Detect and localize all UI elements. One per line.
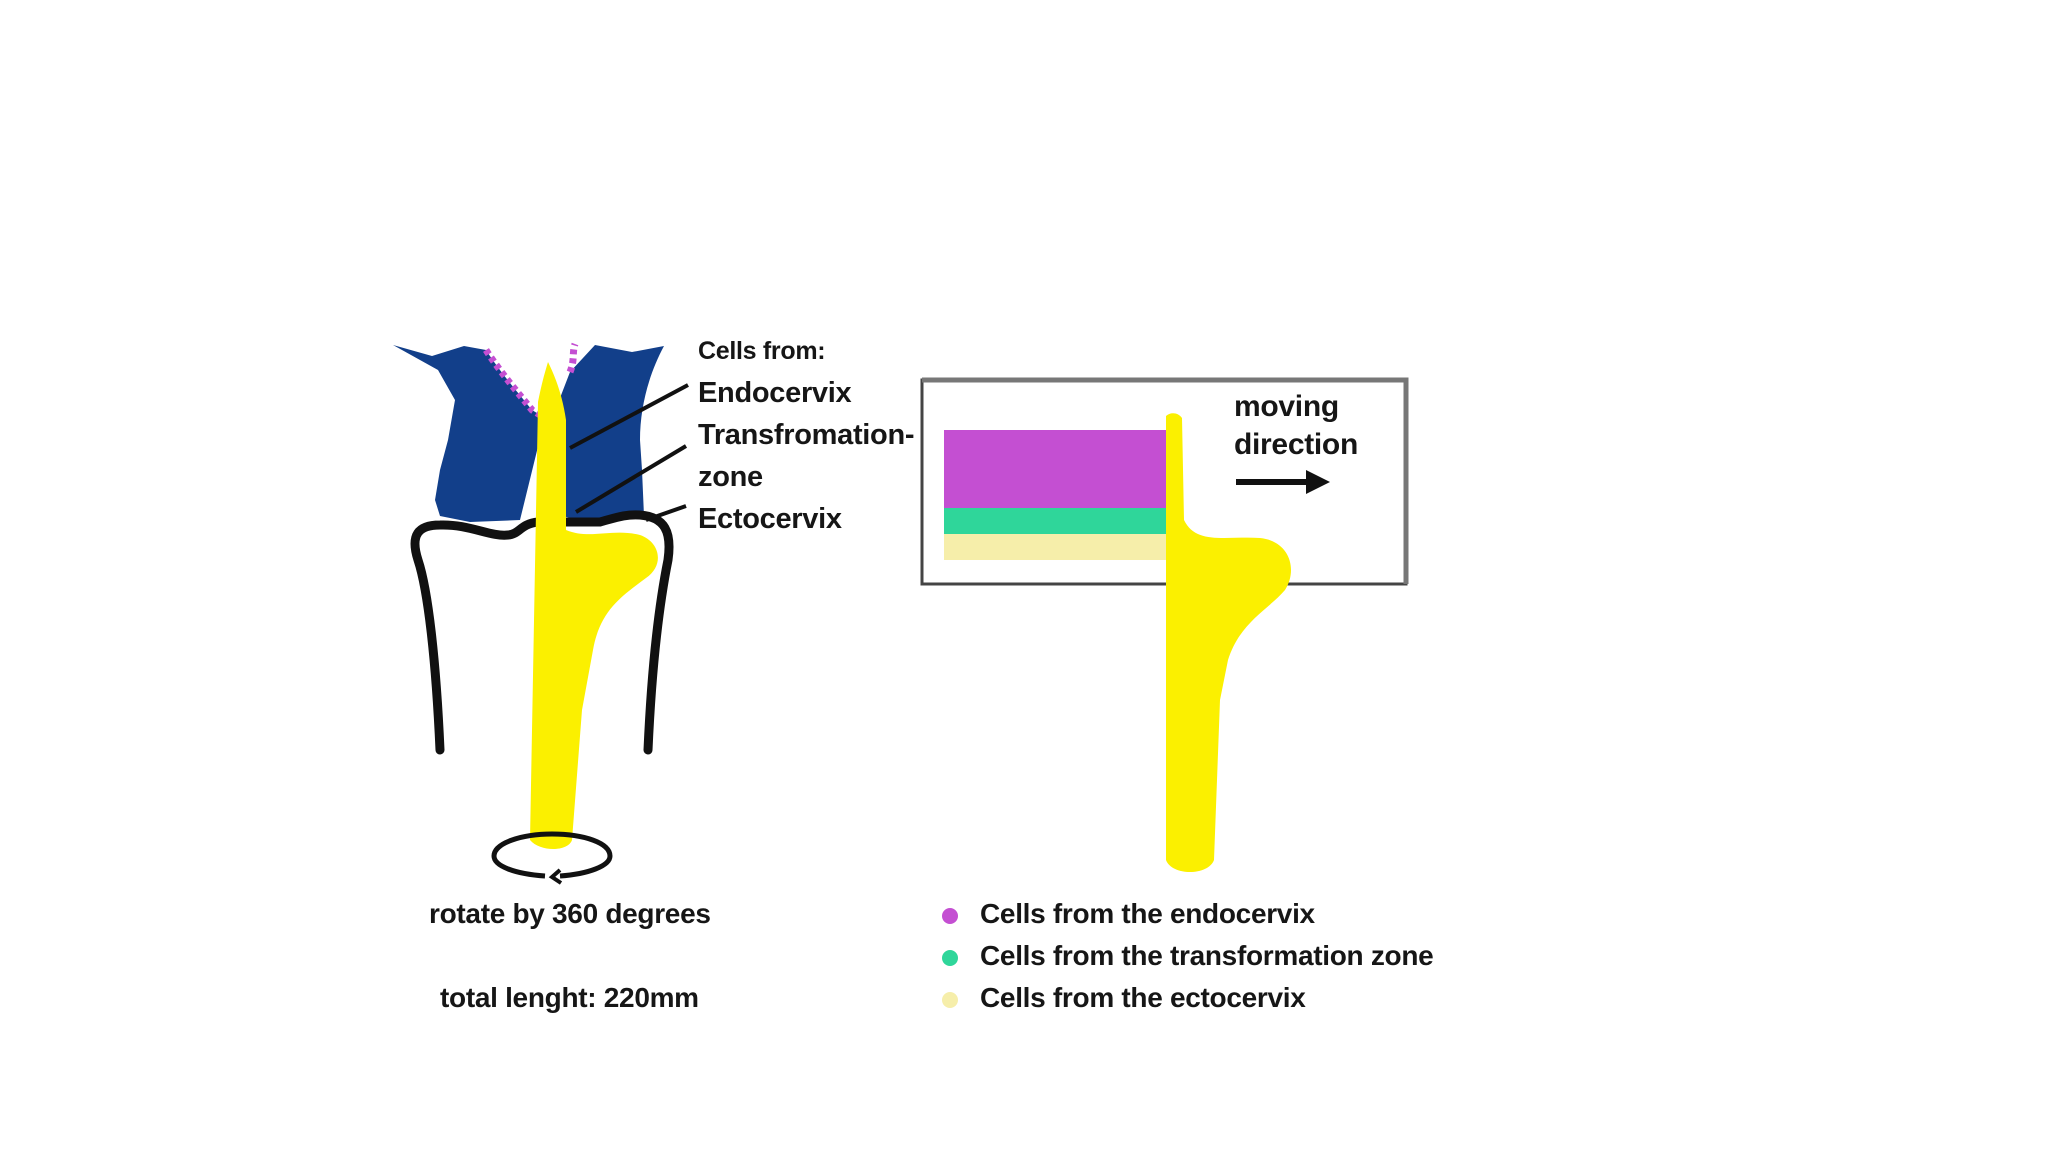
transformation-zone-smear-band bbox=[944, 508, 1170, 534]
moving-label-line1: moving bbox=[1234, 390, 1339, 423]
endocervix-cells-edge bbox=[483, 348, 547, 421]
legend-label-ectocervix: Cells from the ectocervix bbox=[980, 982, 1306, 1013]
label-zone: zone bbox=[698, 461, 763, 493]
ectocervix-leader bbox=[645, 504, 687, 522]
legend-dot-ectocervix bbox=[942, 992, 958, 1008]
slide-shadow bbox=[922, 377, 1409, 584]
label-transformation: Transfromation- bbox=[698, 419, 915, 451]
label-ectocervix: Ectocervix bbox=[698, 503, 842, 535]
cervix-outline-right bbox=[561, 510, 674, 755]
cervix-outline bbox=[410, 517, 565, 755]
cervical-brush-smearing bbox=[1166, 413, 1292, 872]
caption-rotate: rotate by 360 degrees bbox=[429, 898, 711, 929]
endocervix-cells-edge-right bbox=[566, 342, 579, 374]
caption-total-length: total lenght: 220mm bbox=[440, 982, 699, 1013]
label-endocervix: Endocervix bbox=[698, 377, 852, 409]
endocervix-smear-band bbox=[944, 430, 1170, 508]
legend-label-endocervix: Cells from the endocervix bbox=[980, 898, 1315, 929]
ectocervix-smear-band bbox=[944, 534, 1170, 560]
legend-dot-transformation-zone bbox=[942, 950, 958, 966]
rotation-arrow-icon bbox=[491, 831, 613, 879]
cervical-brush bbox=[530, 362, 658, 849]
endocervix-leader bbox=[569, 383, 689, 450]
transformation-zone-leader bbox=[574, 444, 688, 514]
legend-label-transformation-zone: Cells from the transformation zone bbox=[980, 940, 1434, 971]
cells-from-header: Cells from: bbox=[698, 337, 826, 365]
legend-dot-endocervix bbox=[942, 908, 958, 924]
cervix-diagram bbox=[393, 342, 689, 885]
cervix-tissue bbox=[393, 345, 545, 522]
smear-diagram bbox=[920, 377, 1409, 872]
moving-label-line2: direction bbox=[1234, 428, 1358, 461]
